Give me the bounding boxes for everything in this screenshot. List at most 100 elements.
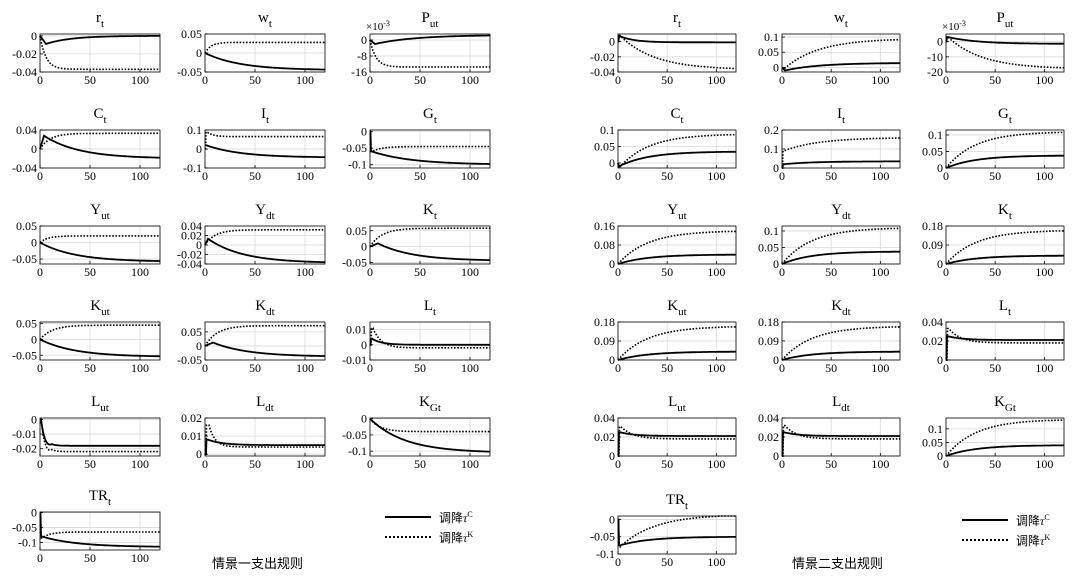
- x-tick-label: 0: [779, 169, 785, 183]
- panel-title: It: [837, 106, 845, 126]
- series-line-dotted: [370, 327, 490, 349]
- x-tick-label: 50: [825, 265, 837, 279]
- y-tick-label: -0.02: [12, 47, 37, 61]
- x-tick-label: 0: [367, 73, 373, 87]
- x-tick-label: 0: [37, 265, 43, 279]
- x-tick-label: 100: [871, 457, 889, 471]
- legend-entry-solid: 调降τC: [385, 507, 473, 527]
- y-tick-label: 0.04: [181, 219, 202, 233]
- panel-title: Kdt: [831, 298, 850, 318]
- x-tick-label: 0: [779, 265, 785, 279]
- series-line-solid: [945, 36, 1064, 45]
- plot-frame: [617, 33, 737, 73]
- y-tick-label: 0: [937, 449, 943, 463]
- legend-label-solid: 调降τC: [439, 509, 473, 525]
- x-tick-label: 0: [615, 361, 621, 375]
- series-line-dotted: [617, 230, 736, 265]
- series-line-dotted: [39, 324, 160, 340]
- x-tick-label: 50: [989, 361, 1001, 375]
- y-tick-label: 0.1: [187, 123, 202, 137]
- panel-title: Lt: [999, 298, 1011, 318]
- y-tick-label: -0.04: [590, 65, 615, 79]
- y-tick-label: 0: [196, 238, 202, 252]
- x-tick-label: 50: [661, 169, 673, 183]
- x-tick-label: 0: [615, 73, 621, 87]
- y-tick-label: -0.02: [177, 248, 202, 262]
- panel-title: Lut: [91, 394, 109, 414]
- x-tick-label: 100: [296, 457, 314, 471]
- x-tick-label: 0: [367, 361, 373, 375]
- x-tick-label: 0: [779, 361, 785, 375]
- series-line-solid: [205, 144, 325, 158]
- panel-title: wt: [258, 10, 272, 30]
- x-tick-label: 50: [989, 73, 1001, 87]
- y-tick-label: 0: [31, 142, 37, 156]
- y-tick-label: -0.05: [342, 428, 367, 442]
- series-line-solid: [781, 250, 900, 265]
- series-line-dotted: [40, 418, 160, 453]
- y-tick-label: 0: [609, 35, 615, 49]
- series-line-solid: [39, 35, 160, 46]
- y-tick-label: 0.05: [181, 27, 202, 41]
- x-tick-label: 100: [1035, 361, 1053, 375]
- y-tick-label: 0.02: [758, 430, 779, 444]
- exponent-label: ×10-3: [366, 19, 390, 33]
- y-tick-label: 0: [937, 161, 943, 175]
- x-tick-label: 0: [37, 169, 43, 183]
- legend-label-dotted: 调降τK: [439, 529, 474, 545]
- legend-swatch-solid: [962, 519, 1008, 521]
- x-tick-label: 100: [131, 361, 149, 375]
- x-tick-label: 100: [871, 169, 889, 183]
- y-tick-label: 0: [361, 338, 367, 352]
- y-tick-label: 0.04: [758, 411, 779, 425]
- series-line-solid: [204, 237, 325, 264]
- y-tick-label: 0.02: [594, 430, 615, 444]
- x-tick-label: 50: [661, 457, 673, 471]
- x-tick-label: 0: [943, 265, 949, 279]
- plot-frame: [39, 33, 161, 73]
- y-tick-label: 0.18: [594, 315, 615, 329]
- x-tick-label: 0: [37, 73, 43, 87]
- series-line-dotted: [369, 39, 490, 68]
- x-tick-label: 100: [461, 73, 479, 87]
- x-tick-label: 100: [1035, 265, 1053, 279]
- y-tick-label: -8: [357, 49, 367, 63]
- x-tick-label: 50: [989, 457, 1001, 471]
- x-tick-label: 100: [707, 361, 725, 375]
- x-tick-label: 100: [707, 73, 725, 87]
- series-line-dotted: [782, 424, 900, 457]
- panel-title: Yut: [667, 202, 686, 222]
- x-tick-label: 50: [661, 265, 673, 279]
- panel-title: Put: [997, 10, 1014, 30]
- x-tick-label: 0: [615, 457, 621, 471]
- series-line-solid: [369, 130, 490, 165]
- x-tick-label: 100: [1035, 457, 1053, 471]
- y-tick-label: 0.09: [922, 238, 943, 252]
- series-line-solid: [369, 337, 490, 346]
- panel-title: Gt: [998, 106, 1012, 126]
- x-tick-label: 50: [825, 169, 837, 183]
- y-tick-label: 0.05: [594, 140, 615, 154]
- y-tick-label: 0: [937, 35, 943, 49]
- y-tick-label: 0.02: [922, 334, 943, 348]
- plot-frame: [781, 33, 901, 73]
- x-tick-label: 50: [825, 457, 837, 471]
- y-tick-label: 0: [31, 506, 37, 520]
- y-tick-label: -0.05: [342, 255, 367, 269]
- series-line-solid: [617, 431, 736, 457]
- series-line-dotted: [369, 130, 490, 153]
- panel-title: Ldt: [832, 394, 850, 414]
- y-tick-label: -0.05: [342, 141, 367, 155]
- x-tick-label: 0: [943, 361, 949, 375]
- x-tick-label: 100: [707, 555, 725, 569]
- plot-frame: [39, 225, 161, 265]
